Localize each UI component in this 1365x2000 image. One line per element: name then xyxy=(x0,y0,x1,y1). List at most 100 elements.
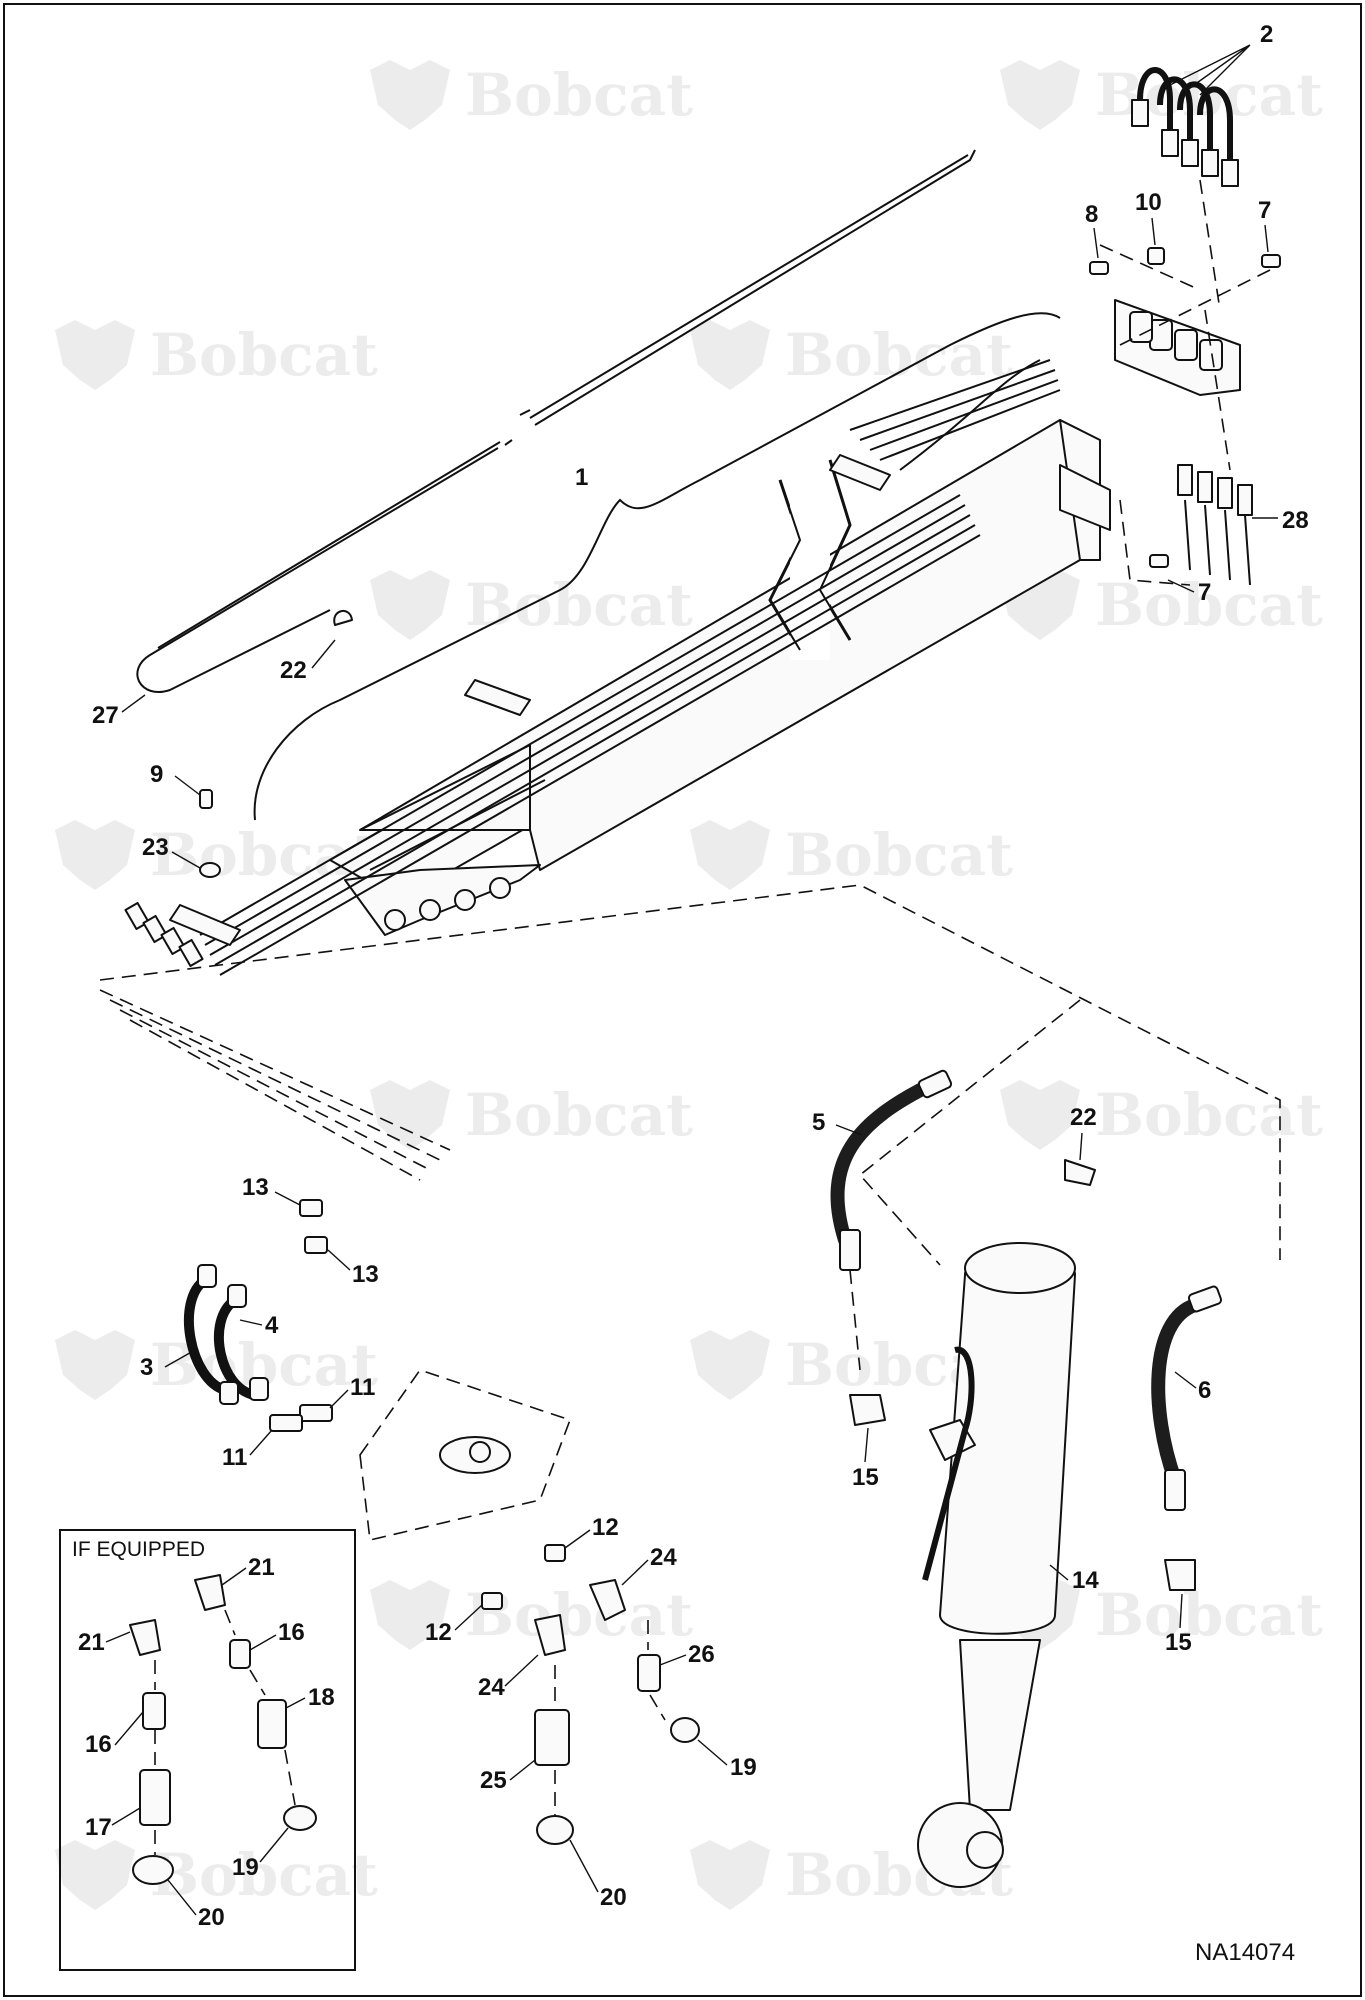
valve-block xyxy=(359,1369,572,1541)
watermark: Bobcat xyxy=(1000,1080,1323,1150)
callout-12-top: 12 xyxy=(592,1514,619,1541)
track-chain xyxy=(344,864,541,936)
callout-25: 25 xyxy=(480,1767,507,1794)
bobcat-logo-icon xyxy=(370,60,450,130)
bobcat-logo-icon xyxy=(370,1080,450,1150)
bobcat-logo-icon xyxy=(690,1330,770,1400)
bobcat-logo-icon xyxy=(1000,60,1080,130)
elbow-15a xyxy=(849,1394,886,1426)
watermark: Bobcat xyxy=(55,320,378,390)
bobcat-logo-icon xyxy=(690,820,770,890)
callout-28: 28 xyxy=(1282,507,1309,534)
callout-24-top: 24 xyxy=(650,1544,677,1571)
callout-labels: 1 2 3 4 5 6 7 7 8 9 10 11 11 12 12 13 13… xyxy=(78,21,1309,1931)
watermark: Bobcat xyxy=(690,320,1013,390)
drawing-number: NA14074 xyxy=(1195,1939,1295,1966)
callout-15-right: 15 xyxy=(1165,1629,1192,1656)
fitting-11a xyxy=(299,1404,333,1422)
bobcat-logo-icon xyxy=(370,1580,450,1650)
callout-20-center: 20 xyxy=(600,1884,627,1911)
hydraulic-cylinder-part-14 xyxy=(917,1242,1076,1888)
callout-20-inset: 20 xyxy=(198,1904,225,1931)
callout-21-inset-left: 21 xyxy=(78,1629,105,1656)
callout-6: 6 xyxy=(1198,1377,1211,1404)
callout-7-top: 7 xyxy=(1258,197,1271,224)
callout-13-top: 13 xyxy=(242,1174,269,1201)
watermark-text: Bobcat xyxy=(1095,1081,1323,1149)
callout-21-inset-right: 21 xyxy=(248,1554,275,1581)
callout-22-right: 22 xyxy=(1070,1104,1097,1131)
watermark: Bobcat xyxy=(370,1580,693,1650)
callout-5: 5 xyxy=(812,1109,825,1136)
watermark-layer: Bobcat Bobcat Bobcat Bobcat Bobcat Bobca… xyxy=(55,60,1323,1910)
fitting-13b xyxy=(304,1236,328,1254)
watermark-text: Bobcat xyxy=(150,1841,378,1909)
callout-18: 18 xyxy=(308,1684,335,1711)
assembly-line-lower-hoses xyxy=(99,884,1281,1266)
watermark: Bobcat xyxy=(370,570,693,640)
watermark-text: Bobcat xyxy=(465,1081,693,1149)
callout-22-left: 22 xyxy=(280,657,307,684)
watermark-text: Bobcat xyxy=(1095,1581,1323,1649)
watermark: Bobcat xyxy=(55,1330,378,1400)
watermark-text: Bobcat xyxy=(465,61,693,129)
hose-loops-part-2 xyxy=(1131,44,1251,187)
bobcat-logo-icon xyxy=(55,820,135,890)
watermark: Bobcat xyxy=(55,1840,378,1910)
fittings-part-28 xyxy=(1177,464,1253,586)
callout-2: 2 xyxy=(1260,21,1273,48)
watermark: Bobcat xyxy=(690,820,1013,890)
callout-10: 10 xyxy=(1135,189,1162,216)
watermark-text: Bobcat xyxy=(465,571,693,639)
callout-16-inset-left: 16 xyxy=(85,1731,112,1758)
watermark: Bobcat xyxy=(370,1080,693,1150)
assembly-line-top xyxy=(1099,179,1271,586)
inset-title: IF EQUIPPED xyxy=(72,1538,205,1561)
watermark-text: Bobcat xyxy=(785,821,1013,889)
watermark-text: Bobcat xyxy=(465,1581,693,1649)
callout-11-bottom: 11 xyxy=(222,1444,247,1471)
callout-23: 23 xyxy=(142,834,169,861)
callout-3: 3 xyxy=(140,1354,153,1381)
hose-ends-lower-left xyxy=(124,901,204,968)
callout-19-inset: 19 xyxy=(232,1854,259,1881)
callout-9: 9 xyxy=(150,761,163,788)
tube-27 xyxy=(136,149,976,693)
bobcat-logo-icon xyxy=(1000,1080,1080,1150)
callout-8: 8 xyxy=(1085,201,1098,228)
small-hardware xyxy=(199,247,1281,878)
bobcat-logo-icon xyxy=(55,1840,135,1910)
callout-26: 26 xyxy=(688,1641,715,1668)
coupler-parts-center xyxy=(481,1544,700,1845)
fitting-13a xyxy=(299,1199,323,1217)
callout-16-inset-right: 16 xyxy=(278,1619,305,1646)
watermark-text: Bobcat xyxy=(1095,571,1323,639)
inset-if-equipped: IF EQUIPPED xyxy=(59,1529,356,1971)
bobcat-logo-icon xyxy=(55,1330,135,1400)
bobcat-logo-icon xyxy=(690,320,770,390)
callout-24-bottom: 24 xyxy=(478,1674,505,1701)
callout-17: 17 xyxy=(85,1814,112,1841)
callout-15-left: 15 xyxy=(852,1464,879,1491)
callout-1: 1 xyxy=(575,464,588,491)
callout-14: 14 xyxy=(1072,1567,1099,1594)
bobcat-logo-icon xyxy=(370,570,450,640)
watermark: Bobcat xyxy=(370,60,693,130)
callout-4: 4 xyxy=(265,1312,279,1339)
tubes-part-3-4 xyxy=(183,1264,269,1405)
border-frame xyxy=(3,3,1362,1997)
callout-27: 27 xyxy=(92,702,119,729)
callout-7-bottom: 7 xyxy=(1198,579,1211,606)
callout-11-top: 11 xyxy=(350,1374,375,1401)
callout-12-bottom: 12 xyxy=(425,1619,452,1646)
hose-carrier-assembly xyxy=(124,299,1241,976)
watermark: Bobcat xyxy=(1000,570,1323,640)
hoses-part-5-6 xyxy=(830,1069,1223,1511)
bobcat-logo-icon xyxy=(55,320,135,390)
elbow-15b xyxy=(1164,1559,1196,1591)
watermark-text: Bobcat xyxy=(150,321,378,389)
brace-part-1 xyxy=(253,312,1061,821)
callout-19-center: 19 xyxy=(730,1754,757,1781)
clamp-22-right xyxy=(1064,1159,1096,1186)
